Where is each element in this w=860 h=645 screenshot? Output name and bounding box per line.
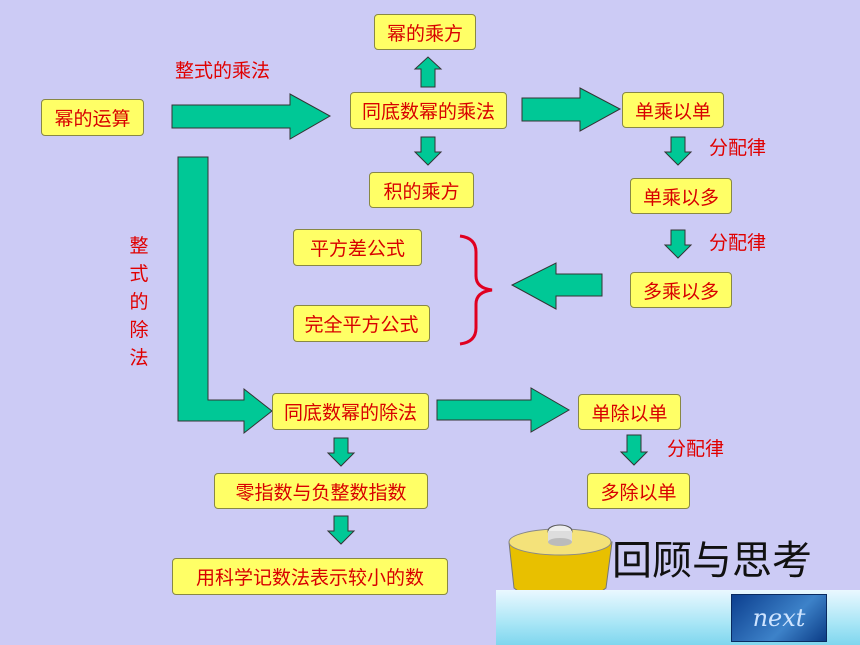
node-difference-of-squares: 平方差公式: [293, 229, 422, 266]
label-division-char: 法: [129, 347, 149, 369]
brace-formulas: [459, 234, 493, 346]
arrow-div-to-mono: [436, 387, 570, 433]
review-caption: 回顾与思考: [612, 538, 812, 584]
label-division-char: 除: [129, 319, 149, 341]
arrow-down-zero-exp: [326, 437, 356, 467]
node-power-of-power: 幂的乘方: [374, 14, 476, 50]
arrow-to-division: [177, 156, 273, 435]
arrow-down-sci: [326, 515, 356, 545]
label-distributive-law-1: 分配律: [709, 137, 767, 159]
arrow-down-poly-poly: [663, 229, 693, 259]
label-distributive-law-3: 分配律: [667, 438, 725, 460]
node-poly-times-poly: 多乘以多: [630, 272, 732, 308]
node-mono-times-mono: 单乘以单: [622, 92, 724, 128]
node-poly-div-mono: 多除以单: [587, 473, 690, 509]
arrow-left-to-formulas: [510, 262, 603, 310]
arrow-power-to-mult: [171, 93, 332, 140]
label-distributive-law-2: 分配律: [709, 232, 767, 254]
label-division-char: 整: [129, 235, 149, 257]
label-polynomial-division: 整 式 的 除 法: [127, 232, 151, 372]
node-power-operations: 幂的运算: [41, 99, 144, 136]
arrow-up-power-of-power: [413, 56, 443, 88]
node-same-base-division: 同底数幂的除法: [272, 393, 429, 430]
label-polynomial-multiplication: 整式的乘法: [175, 60, 271, 82]
label-division-char: 式: [129, 263, 149, 285]
node-mono-times-poly: 单乘以多: [630, 178, 732, 214]
arrow-mult-to-mono: [521, 87, 622, 132]
node-mono-div-mono: 单除以单: [578, 394, 681, 430]
arrow-down-mono-div: [619, 434, 649, 466]
arrow-down-mono-poly: [663, 136, 693, 166]
node-perfect-square: 完全平方公式: [293, 305, 430, 342]
node-power-of-product: 积的乘方: [369, 172, 474, 208]
next-button[interactable]: next: [731, 594, 827, 642]
node-same-base-multiplication: 同底数幂的乘法: [350, 92, 507, 129]
arrow-down-product: [413, 136, 443, 166]
label-division-char: 的: [129, 291, 149, 313]
node-zero-negative-exponent: 零指数与负整数指数: [214, 473, 428, 509]
node-scientific-notation-small: 用科学记数法表示较小的数: [172, 558, 448, 595]
